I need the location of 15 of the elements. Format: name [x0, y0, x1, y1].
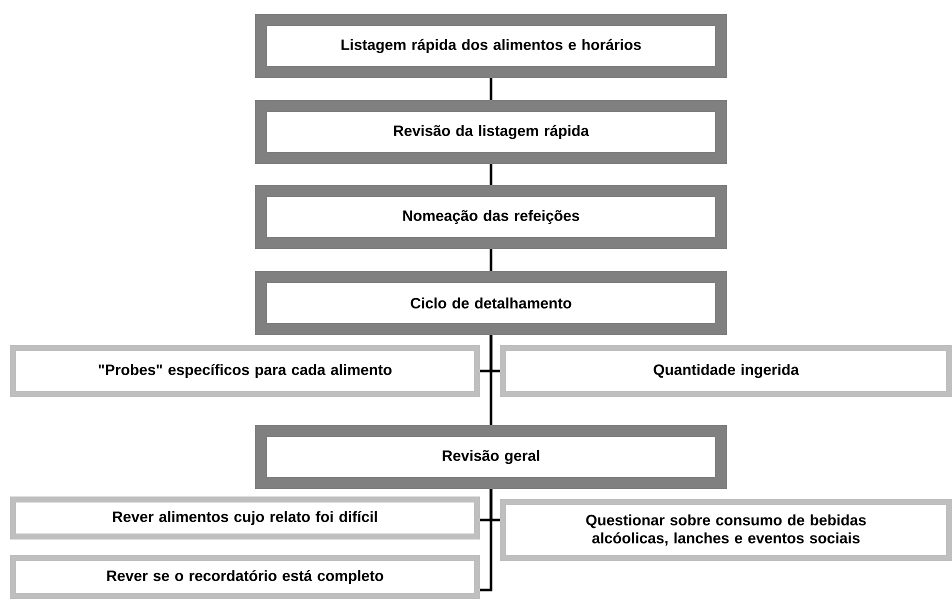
connector-line [490, 164, 492, 185]
connector-line [490, 335, 492, 425]
process-box: Revisão geral [255, 425, 727, 489]
step-box: "Probes" específicos para cada alimento [10, 345, 480, 397]
step-box: Quantidade ingerida [500, 345, 952, 397]
process-box: Nomeação das refeições [255, 185, 727, 249]
connector-line [490, 249, 492, 271]
step-box: Questionar sobre consumo de bebidas alcóolicas, lanches e eventos sociais [500, 499, 952, 561]
step-box: Rever alimentos cujo relato foi difícil [10, 496, 480, 540]
step-box: Rever se o recordatório está completo [10, 555, 480, 599]
process-box: Revisão da listagem rápida [255, 100, 727, 164]
process-box: Listagem rápida dos alimentos e horários [255, 14, 727, 78]
process-box: Ciclo de detalhamento [255, 271, 727, 335]
connector-line [490, 78, 492, 100]
connector-line [480, 489, 492, 592]
